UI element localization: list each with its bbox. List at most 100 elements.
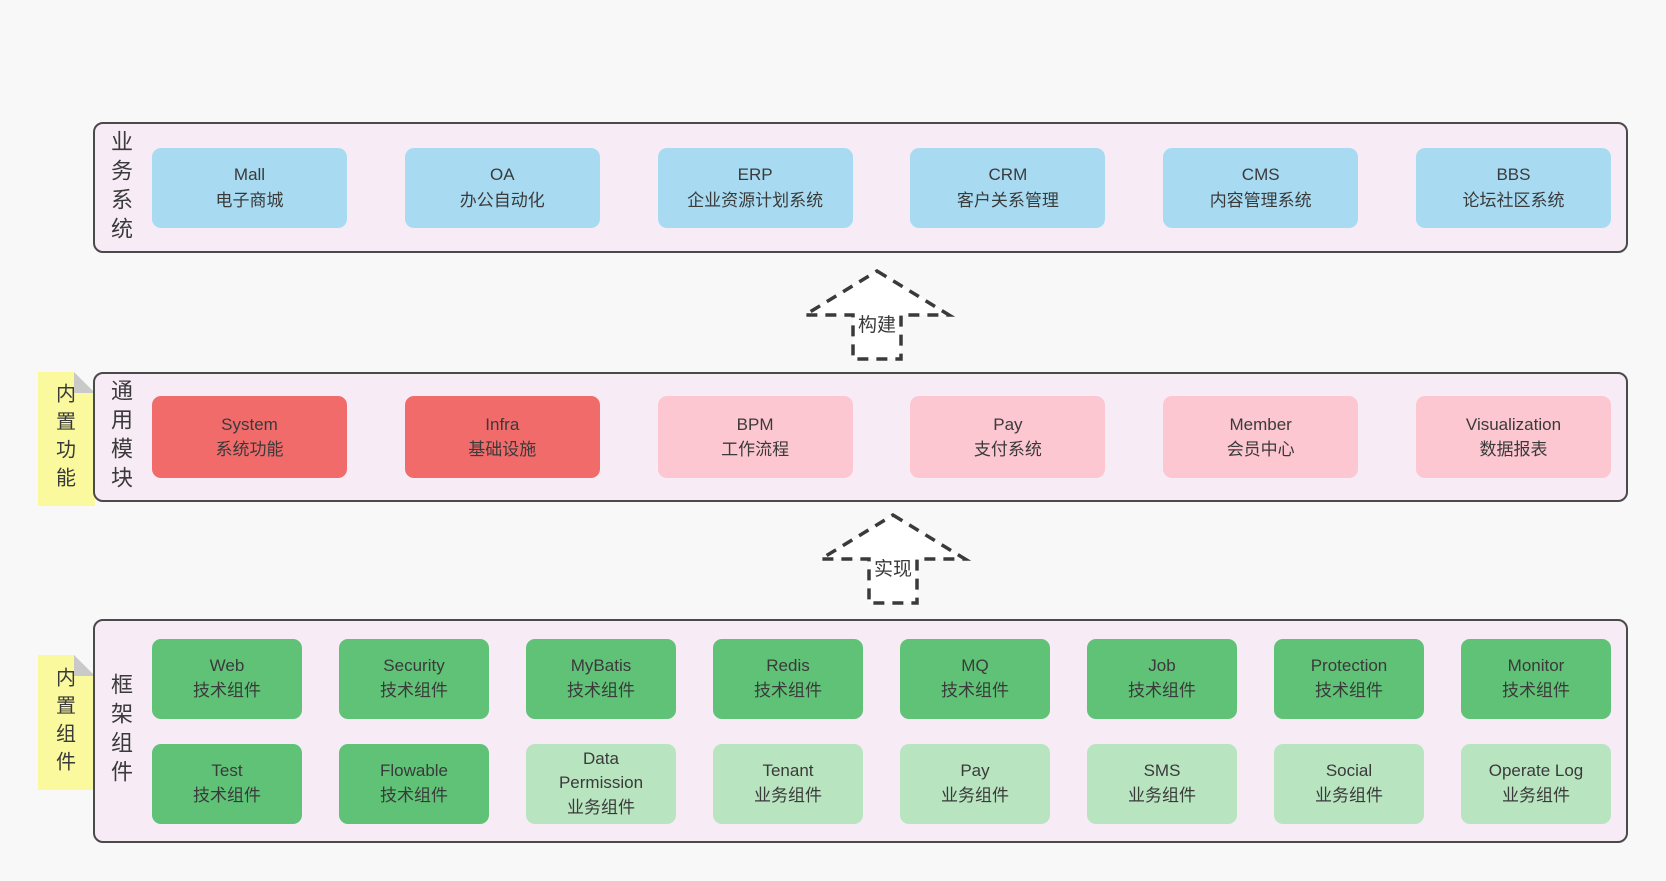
box-title: Protection [1310,656,1388,676]
box-title: OA [490,165,515,184]
box-title: SMS [1143,761,1181,781]
box-subtitle: 技术组件 [380,785,448,805]
box-subtitle: 基础设施 [468,440,537,459]
implement-arrow: 实现 [813,512,973,606]
box-erp: ERP 企业资源计划系统 [657,147,853,228]
box-title: Flowable [379,761,449,781]
business-systems-panel: 业务系统 Mall 电子商城 OA 办公自动化 ERP 企业资源计划系统 CRM 客户关系管理… [93,122,1628,253]
box-operate-log: Operate Log 业务组件 [1461,743,1611,824]
box-subtitle: 会员中心 [1226,440,1295,459]
box-subtitle: 技术组件 [1128,680,1196,700]
box-subtitle: 支付系统 [973,440,1042,459]
business-systems-row: Mall 电子商城 OA 办公自动化 ERP 企业资源计划系统 CRM 客户关系管理 CMS 内容… [152,147,1611,228]
box-job: Job 技术组件 [1087,638,1237,719]
box-subtitle: 业务组件 [1128,785,1196,805]
box-title: CRM [988,165,1028,184]
box-bbs: BBS 论坛社区系统 [1415,147,1611,228]
box-title: Tenant [762,761,814,781]
box-title: Pay [993,414,1023,434]
box-subtitle: 技术组件 [941,680,1009,700]
box-mq: MQ 技术组件 [900,638,1050,719]
box-subtitle: 技术组件 [193,785,261,805]
box-title: Social [1325,761,1373,781]
box-subtitle: 办公自动化 [459,190,545,210]
box-subtitle: 企业资源计划系统 [687,190,824,210]
box-social: Social 业务组件 [1274,743,1424,824]
box-title: MyBatis [570,656,632,676]
box-cms: CMS 内容管理系统 [1163,147,1359,228]
box-subtitle: 系统功能 [215,440,284,459]
box-title: Mall [233,165,266,184]
box-subtitle: 数据报表 [1479,440,1548,459]
box-subtitle: 客户关系管理 [956,190,1059,210]
box-title: Operate Log [1488,761,1584,781]
box-crm: CRM 客户关系管理 [910,147,1106,228]
box-tenant: Tenant 业务组件 [713,743,863,824]
panel-side-label: 业务系统 [108,129,133,246]
box-protection: Protection 技术组件 [1274,638,1424,719]
box-subtitle: 技术组件 [193,680,261,700]
box-pay: Pay 业务组件 [900,743,1050,824]
box-subtitle: 技术组件 [567,680,635,700]
box-bpm: BPM 工作流程 [657,396,853,478]
box-title: Infra [485,414,520,434]
box-member: Member 会员中心 [1163,396,1359,478]
box-oa: OA 办公自动化 [404,147,600,228]
box-subtitle: 内容管理系统 [1209,190,1312,210]
box-subtitle: 技术组件 [754,680,822,700]
box-visualization: Visualization 数据报表 [1415,396,1611,478]
box-subtitle: 技术组件 [380,680,448,700]
box-subtitle: 业务组件 [754,785,822,805]
box-title: Monitor [1507,656,1565,676]
box-subtitle: 业务组件 [941,785,1009,805]
box-title: ERP [737,165,773,184]
arrow-label: 构建 [854,310,900,337]
build-arrow: 构建 [797,268,957,362]
box-mybatis: MyBatis 技术组件 [526,638,676,719]
box-monitor: Monitor 技术组件 [1461,638,1611,719]
box-pay: Pay 支付系统 [910,396,1106,478]
box-mall: Mall 电子商城 [152,147,347,228]
box-security: Security 技术组件 [339,638,489,719]
box-title: Web [209,656,245,676]
builtin-components-tag: 内置组件 [38,655,95,790]
arrow-label: 实现 [870,554,916,581]
box-title: MQ [961,656,989,676]
box-title: Visualization [1465,414,1562,434]
box-subtitle: 技术组件 [1502,680,1570,700]
panel-side-label: 框架组件 [108,673,133,789]
box-subtitle: 工作流程 [721,440,790,459]
box-flowable: Flowable 技术组件 [339,743,489,824]
box-subtitle: 技术组件 [1315,680,1383,700]
panel-side-label: 通用模块 [108,379,133,495]
box-title: Security [383,656,445,676]
box-data-permission: Data Permission 业务组件 [526,743,676,824]
box-subtitle: 论坛社区系统 [1462,190,1565,210]
box-subtitle: 业务组件 [567,797,635,817]
box-subtitle: 业务组件 [1315,785,1383,805]
box-title: CMS [1241,165,1280,184]
box-title: Pay [960,761,990,781]
box-subtitle: 业务组件 [1502,785,1570,805]
builtin-features-tag: 内置功能 [38,372,95,506]
box-redis: Redis 技术组件 [713,638,863,719]
box-sms: SMS 业务组件 [1087,743,1237,824]
builtin-features-tag-label: 内置功能 [52,383,75,495]
box-title: BPM [736,414,774,434]
box-title: Job [1148,656,1176,676]
box-title: BBS [1496,165,1531,184]
box-title: Redis [766,656,810,676]
box-infra: Infra 基础设施 [404,396,600,478]
box-title: Data Permission [558,749,644,793]
builtin-components-tag-label: 内置组件 [52,666,75,779]
box-title: Member [1229,414,1292,434]
box-subtitle: 电子商城 [215,190,284,210]
